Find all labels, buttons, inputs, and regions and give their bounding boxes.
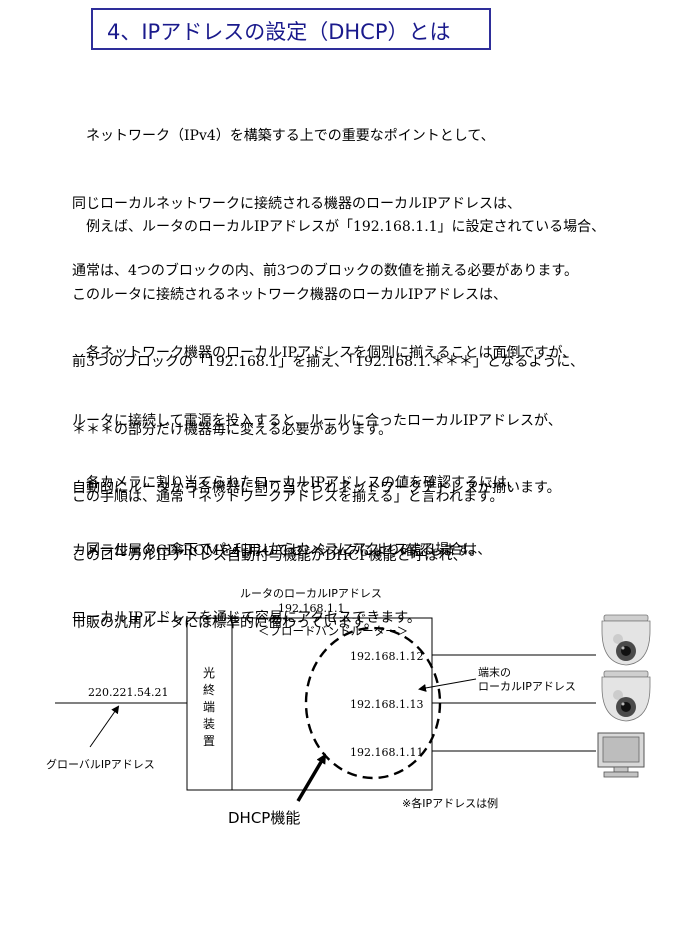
router-box — [186, 617, 433, 791]
network-diagram: ルータのローカルIPアドレス 192.168.1.1 光 終 端 装 置 ＜ブロ… — [46, 587, 651, 827]
paragraph-line: 各ネットワーク機器のローカルIPアドレスを個別に揃えることは面倒ですが、 — [72, 345, 577, 361]
paragraph-line: ルータに接続して電源を投入すると、ルールに合ったローカルIPアドレスが、 — [72, 412, 562, 429]
paragraph-1: ネットワーク（IPv4）を構築する上での重要なポイントとして、 同じローカルネッ… — [72, 80, 578, 305]
paragraph-line: 通常は、4つのブロックの内、前3つのブロックの数値を揃える必要があります。 — [72, 263, 578, 279]
camera-icon — [601, 614, 651, 666]
terminal-arrow — [418, 678, 477, 692]
local-ip: 192.168.1.11 — [350, 746, 423, 759]
paragraph-line: カメラ付属のCD-ROMを利用してセンシングにより確認します。 — [72, 542, 484, 559]
terminal-label-line2: ローカルIPアドレス — [478, 680, 576, 693]
paragraph-line: このローカルIPアドレス自動付与機能がDHCP機能と呼ばれ、 — [72, 547, 467, 564]
camera-icon — [601, 670, 651, 722]
paragraph-line: 自動的にルータから各機器に割り当てられネットワークアドレスが揃います。 — [72, 480, 561, 496]
paragraph-line: このルータに接続されるネットワーク機器のローカルIPアドレスは、 — [72, 286, 507, 303]
paragraph-line: この手順は、通常「ネットワークアドレスを揃える」と言われます。 — [72, 489, 504, 505]
title-box: 4、IPアドレスの設定（DHCP）とは — [91, 8, 491, 50]
dhcp-arrow — [296, 753, 327, 802]
paragraph-line: 前3つのブロックの「192.168.1」を揃え、「192.168.1.＊＊＊」と… — [72, 354, 585, 370]
paragraph-line: ネットワーク（IPv4）を構築する上での重要なポイントとして、 — [72, 128, 495, 144]
paragraph-line: 市販の汎用ルータには標準的に備わっています。 — [72, 615, 378, 631]
page-title: 4、IPアドレスの設定（DHCP）とは — [107, 20, 451, 44]
paragraph-line: 各カメラに割り当てられたローカルIPアドレスの値を確認するには、 — [72, 475, 521, 491]
paragraph-3: 各ネットワーク機器のローカルIPアドレスを個別に揃えることは面倒ですが、 ルータ… — [72, 297, 576, 657]
router-ip-label: ルータのローカルIPアドレス — [240, 587, 382, 600]
global-ip: 220.221.54.21 — [88, 686, 168, 699]
local-ip: 192.168.1.12 — [350, 650, 423, 663]
router-ip: 192.168.1.1 — [278, 602, 344, 615]
router-box-label: ＜ブロードバンドルーター＞ — [258, 624, 408, 638]
paragraph-line: 同じローカルネットワークに接続される機器のローカルIPアドレスは、 — [72, 195, 521, 212]
onu-label: 光 終 端 装 置 — [203, 666, 219, 748]
dhcp-label: DHCP機能 — [228, 809, 300, 827]
example-note: ※各IPアドレスは例 — [402, 796, 498, 810]
paragraph-line: 例えば、ルータのローカルIPアドレスが「192.168.1.1」に設定されている… — [72, 219, 606, 235]
paragraph-4: 各カメラに割り当てられたローカルIPアドレスの値を確認するには、 カメラ付属のC… — [72, 427, 521, 585]
global-ip-label: グローバルIPアドレス — [46, 757, 155, 771]
local-ip: 192.168.1.13 — [350, 698, 423, 711]
global-arrow — [89, 705, 120, 748]
computer-monitor-icon — [597, 732, 645, 778]
paragraph-line: 同一ルーター傘下でパソコンからカメラにアクセスする場合は、 — [72, 542, 492, 558]
paragraph-line: ＊＊＊の部分だけ機器毎に変える必要があります。 — [72, 421, 393, 438]
terminal-label-line1: 端末の — [478, 665, 511, 679]
paragraph-2: 例えば、ルータのローカルIPアドレスが「192.168.1.1」に設定されている… — [72, 171, 605, 531]
